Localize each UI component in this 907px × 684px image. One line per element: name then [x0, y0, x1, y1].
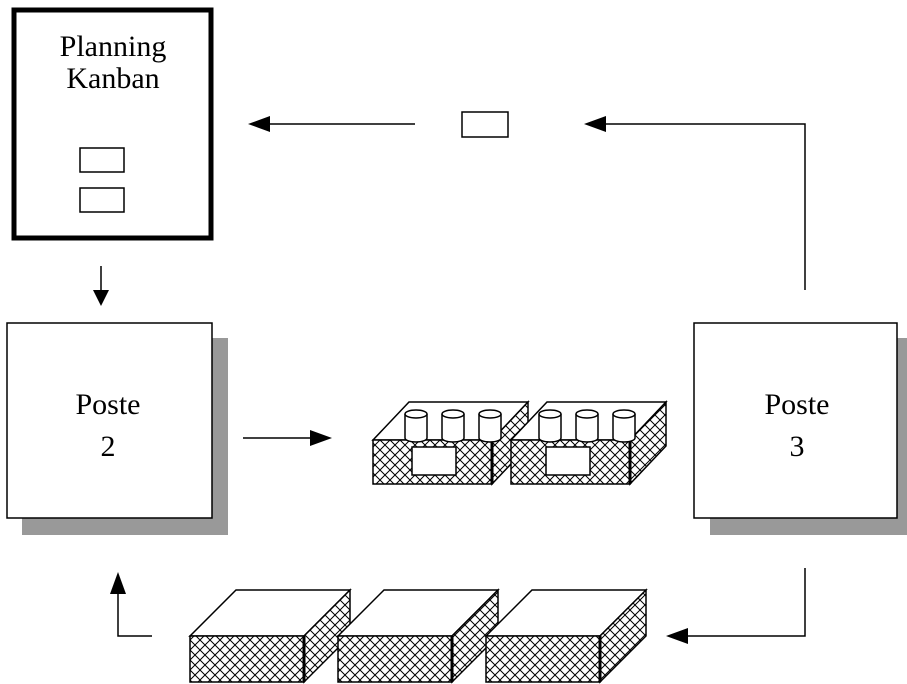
poste-2-label-line2: 2 — [101, 430, 116, 463]
empty-container — [188, 588, 352, 684]
kanban-card-slot — [79, 187, 125, 213]
part-cylinder — [538, 409, 562, 443]
poste-3-box: Poste 3 — [693, 322, 907, 535]
poste-3-label-line2: 3 — [790, 430, 805, 463]
arrow-planning-to-poste2 — [93, 266, 109, 306]
arrow-poste3-to-card — [584, 116, 806, 290]
full-container — [509, 400, 668, 486]
kanban-card-in-transit — [461, 111, 509, 138]
part-cylinder — [478, 409, 502, 443]
planning-label-line1: Planning — [60, 30, 167, 63]
empty-container — [484, 588, 648, 684]
planning-kanban-board: Planning Kanban — [11, 7, 214, 241]
part-cylinder — [612, 409, 636, 443]
kanban-card-on-container — [411, 446, 457, 476]
arrow-poste2-to-containers — [243, 430, 332, 446]
part-cylinder — [441, 409, 465, 443]
full-container — [371, 400, 530, 486]
arrow-card-to-planning — [248, 116, 415, 132]
planning-label-line2: Kanban — [66, 62, 159, 95]
empty-container — [336, 588, 500, 684]
kanban-card-slot — [79, 147, 125, 173]
part-cylinder — [404, 409, 428, 443]
arrow-empty-containers-to-poste2 — [110, 572, 152, 637]
kanban-card-on-container — [545, 446, 591, 476]
poste-3-label-line1: Poste — [764, 388, 829, 421]
arrow-poste3-to-empty-containers — [666, 568, 806, 644]
part-cylinder — [575, 409, 599, 443]
poste-2-label-line1: Poste — [75, 388, 140, 421]
poste-2-box: Poste 2 — [6, 322, 228, 535]
